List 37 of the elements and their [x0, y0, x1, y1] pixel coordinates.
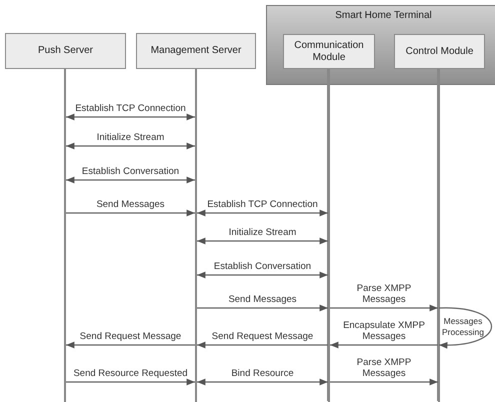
message-label: Establish Conversation — [212, 261, 312, 272]
message-label: Messages Processing — [441, 316, 485, 338]
message-arrow — [197, 304, 328, 312]
self-message-arrow — [439, 307, 492, 348]
message-arrow — [197, 342, 328, 348]
message-arrow — [197, 238, 328, 244]
message-label: Send Request Message — [210, 331, 314, 342]
message-label: Establish Conversation — [80, 166, 180, 177]
message-label: Send Messages — [227, 294, 298, 305]
message-label: Send Request Message — [78, 331, 182, 342]
message-arrow — [66, 176, 195, 184]
message-arrow — [197, 378, 328, 386]
message-label: Send Messages — [95, 199, 166, 210]
message-arrow — [330, 304, 438, 312]
message-arrow — [66, 142, 195, 150]
message-arrow — [197, 210, 328, 216]
participant-label: Control Module — [404, 46, 474, 58]
message-label: Send Resource Requested — [73, 368, 188, 379]
message-label: Bind Resource — [230, 368, 295, 379]
message-arrow — [330, 342, 438, 348]
participant-label: Management Server — [150, 45, 242, 57]
group-title: Smart Home Terminal — [335, 10, 432, 22]
message-label: Encapsulate XMPP Messages — [342, 320, 426, 342]
participant-label: Push Server — [36, 45, 94, 57]
participant-label: Communication Module — [293, 40, 365, 64]
message-arrow — [66, 342, 195, 348]
message-label: Parse XMPP Messages — [356, 283, 412, 305]
message-label: Establish TCP Connection — [206, 199, 319, 210]
message-label: Initialize Stream — [96, 132, 166, 143]
message-arrow — [197, 272, 328, 278]
message-arrow — [66, 378, 195, 386]
message-arrow — [66, 210, 195, 216]
message-arrow — [330, 378, 438, 386]
message-arrow — [66, 114, 195, 120]
message-label: Parse XMPP Messages — [356, 357, 412, 379]
message-label: Initialize Stream — [228, 227, 298, 238]
message-label: Establish TCP Connection — [74, 103, 187, 114]
